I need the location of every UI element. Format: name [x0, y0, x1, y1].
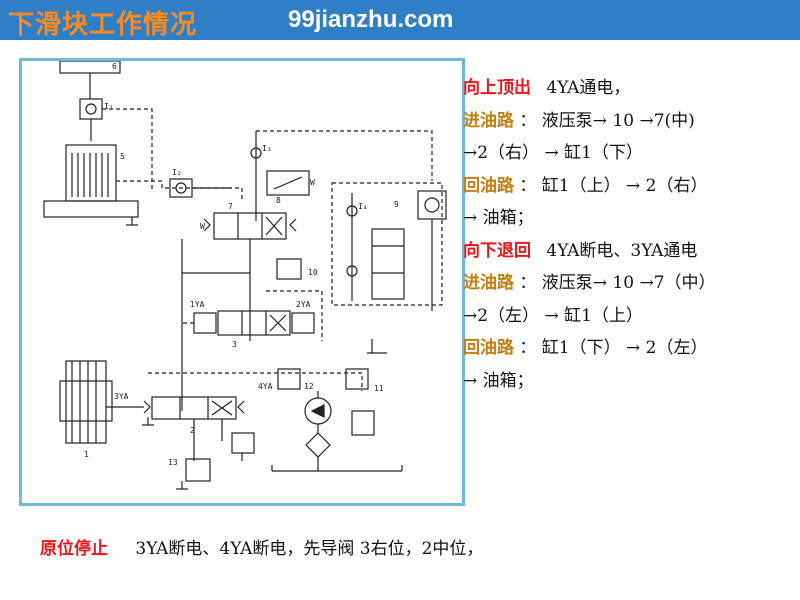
up-title: 向上顶出 [463, 78, 531, 98]
valve-3 [217, 310, 291, 336]
in-down-line-1: 进油路 ： 液压泵→ 10 →7（中） [463, 267, 798, 300]
home-stop-note: 原位停止 3YA断电、4YA断电，先导阀 3右位，2中位， [40, 534, 483, 559]
hydraulic-diagram: 6 I₁ 5 I₂ I₃ 8 W 7 W 10 I₄ 9 1YA 2YA 3 3… [19, 58, 465, 506]
relief-valve-10 [276, 258, 302, 280]
out-down-line-2: → 油箱； [463, 370, 534, 391]
top-block [59, 61, 121, 74]
solenoid-2ya [291, 312, 315, 334]
pilot-block [331, 182, 443, 306]
relief-valve-12 [277, 368, 301, 390]
out-up-text-1: ： 缸1（上） → 2（右） [519, 175, 708, 196]
out-label-down: 回油路 [463, 338, 514, 358]
valve-8 [266, 170, 310, 196]
up-line: 向上顶出 4YA通电， [463, 72, 798, 105]
header-bar: 下滑块工作情况 99jianzhu.com [0, 0, 800, 40]
out-down-text-1: ： 缸1（下） → 2（左） [519, 338, 708, 358]
valve-2 [151, 396, 237, 420]
cylinder-1 [65, 360, 107, 444]
valve-13 [185, 458, 211, 482]
solenoid-1ya [193, 312, 217, 334]
relief-valve-11 [345, 368, 369, 390]
in-down-text-1: ： 液压泵→ 10 →7（中） [519, 273, 716, 293]
home-stop-text: 3YA断电、4YA断电，先导阀 3右位，2中位， [135, 539, 484, 559]
in-up-text-1: ： 液压泵→ 10 →7(中) [519, 110, 695, 131]
hydraulic-schematic [43, 61, 447, 490]
relief-valve-lower [351, 410, 375, 436]
down-condition: 4YA断电、3YA通电 [546, 240, 698, 261]
down-title: 向下退回 [463, 240, 531, 261]
out-up-line-1: 回油路 ： 缸1（上） → 2（右） [463, 170, 798, 203]
valve-lower-mid [231, 432, 255, 454]
base-plate [43, 200, 139, 218]
page-title: 下滑块工作情况 [8, 10, 198, 40]
in-label-down: 进油路 [463, 273, 514, 293]
in-up-line-2: →2（右） → 缸1（下） [463, 143, 643, 163]
out-label-up: 回油路 [463, 175, 514, 196]
home-stop-label: 原位停止 [40, 539, 108, 559]
valve-7 [213, 212, 287, 240]
out-up-line-2: → 油箱； [463, 208, 534, 228]
in-up-line-1: 进油路 ： 液压泵→ 10 →7(中) [463, 105, 798, 138]
check-valve-i1 [79, 98, 103, 120]
up-condition: 4YA通电， [546, 78, 631, 98]
check-valve-i3 [250, 147, 262, 159]
in-down-line-2: →2（左） → 缸1（上） [463, 305, 643, 326]
filter [305, 432, 331, 458]
in-label-up: 进油路 [463, 110, 514, 131]
site-watermark: 99jianzhu.com [288, 6, 454, 33]
out-down-line-1: 回油路 ： 缸1（下） → 2（左） [463, 332, 798, 365]
explanation-panel: 向上顶出 4YA通电， 进油路 ： 液压泵→ 10 →7(中) →2（右） → … [463, 72, 798, 397]
valve-9 [371, 228, 405, 300]
down-line: 向下退回 4YA断电、3YA通电 [463, 235, 798, 268]
